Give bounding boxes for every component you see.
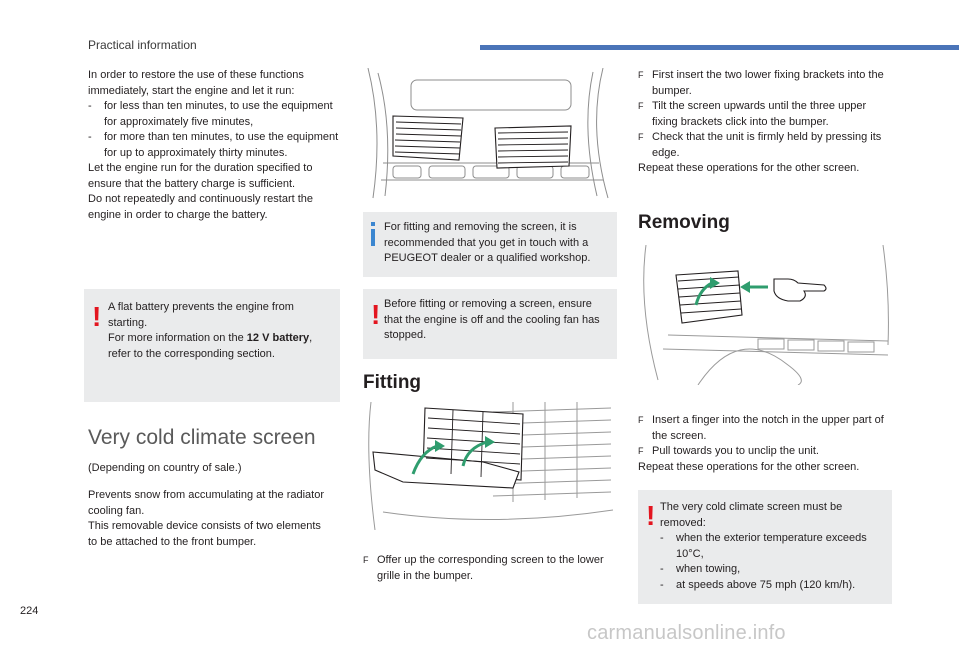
page-number: 224 [20, 605, 39, 617]
restart-paragraph: Do not repeatedly and continuously resta… [88, 193, 314, 221]
warning-text-more: For more information on the 12 V battery… [108, 332, 313, 360]
fitting-steps-list: F First insert the two lower fixing brac… [638, 68, 893, 177]
removing-illustration [638, 245, 892, 385]
bullet-icon: F [638, 132, 644, 142]
watermark: carmanualsonline.info [587, 622, 786, 644]
heading-removing: Removing [638, 212, 730, 233]
step-item: F Check that the unit is firmly held by … [638, 130, 893, 161]
intro-paragraph: In order to restore the use of these fun… [88, 69, 304, 97]
info-text: For fitting and removing the screen, it … [384, 221, 591, 264]
heading-fitting: Fitting [363, 372, 422, 393]
engine-off-warning-box: ! Before fitting or removing a screen, e… [363, 289, 617, 359]
bullet-icon: F [363, 555, 369, 565]
header-accent-bar [480, 45, 959, 50]
bullet-icon: F [638, 101, 644, 111]
warning-icon: ! [92, 301, 102, 332]
battery-warning-box: ! A flat battery prevents the engine fro… [84, 289, 340, 402]
info-box-dealer: For fitting and removing the screen, it … [363, 212, 617, 277]
warning-text: A flat battery prevents the engine from … [108, 301, 294, 329]
dash-item: - when towing, [660, 563, 741, 575]
bullet-icon: F [638, 446, 644, 456]
fitting-step: F Offer up the corresponding screen to t… [363, 553, 617, 584]
front-grille-illustration [363, 68, 617, 204]
depending-note: (Depending on country of sale.) [88, 462, 242, 474]
repeat-note: Repeat these operations for the other sc… [638, 162, 860, 174]
dash-item: - for more than ten minutes, to use the … [88, 131, 339, 159]
warning-icon: ! [371, 299, 381, 330]
fitting-illustration [363, 402, 617, 530]
hand-icon [773, 278, 827, 302]
info-icon [371, 222, 375, 246]
removal-warning-box: ! The very cold climate screen must be r… [638, 490, 892, 604]
warning-icon: ! [646, 500, 656, 531]
heading-very-cold-climate-screen: Very cold climate screen [88, 426, 316, 449]
dash-item: - at speeds above 75 mph (120 km/h). [660, 578, 856, 591]
duration-paragraph: Let the engine run for the duration spec… [88, 162, 313, 190]
left-column-text: In order to restore the use of these fun… [88, 68, 340, 223]
warning-intro: The very cold climate screen must be rem… [660, 501, 843, 529]
removing-steps-list: F Insert a finger into the notch in the … [638, 413, 893, 475]
repeat-note: Repeat these operations for the other sc… [638, 460, 860, 473]
step-item: F First insert the two lower fixing brac… [638, 68, 893, 99]
bullet-icon: F [638, 415, 644, 425]
warning-text: Before fitting or removing a screen, ens… [384, 298, 600, 341]
screen-description: Prevents snow from accumulating at the r… [88, 489, 325, 548]
step-item: F Tilt the screen upwards until the thre… [638, 99, 893, 130]
step-item: F Insert a finger into the notch in the … [638, 413, 893, 444]
section-title: Practical information [88, 38, 197, 52]
dash-item: - for less than ten minutes, to use the … [88, 100, 333, 128]
bullet-icon: F [638, 70, 644, 80]
dash-item: - when the exterior temperature exceeds … [660, 532, 867, 560]
step-item: F Pull towards you to unclip the unit. [638, 444, 893, 460]
